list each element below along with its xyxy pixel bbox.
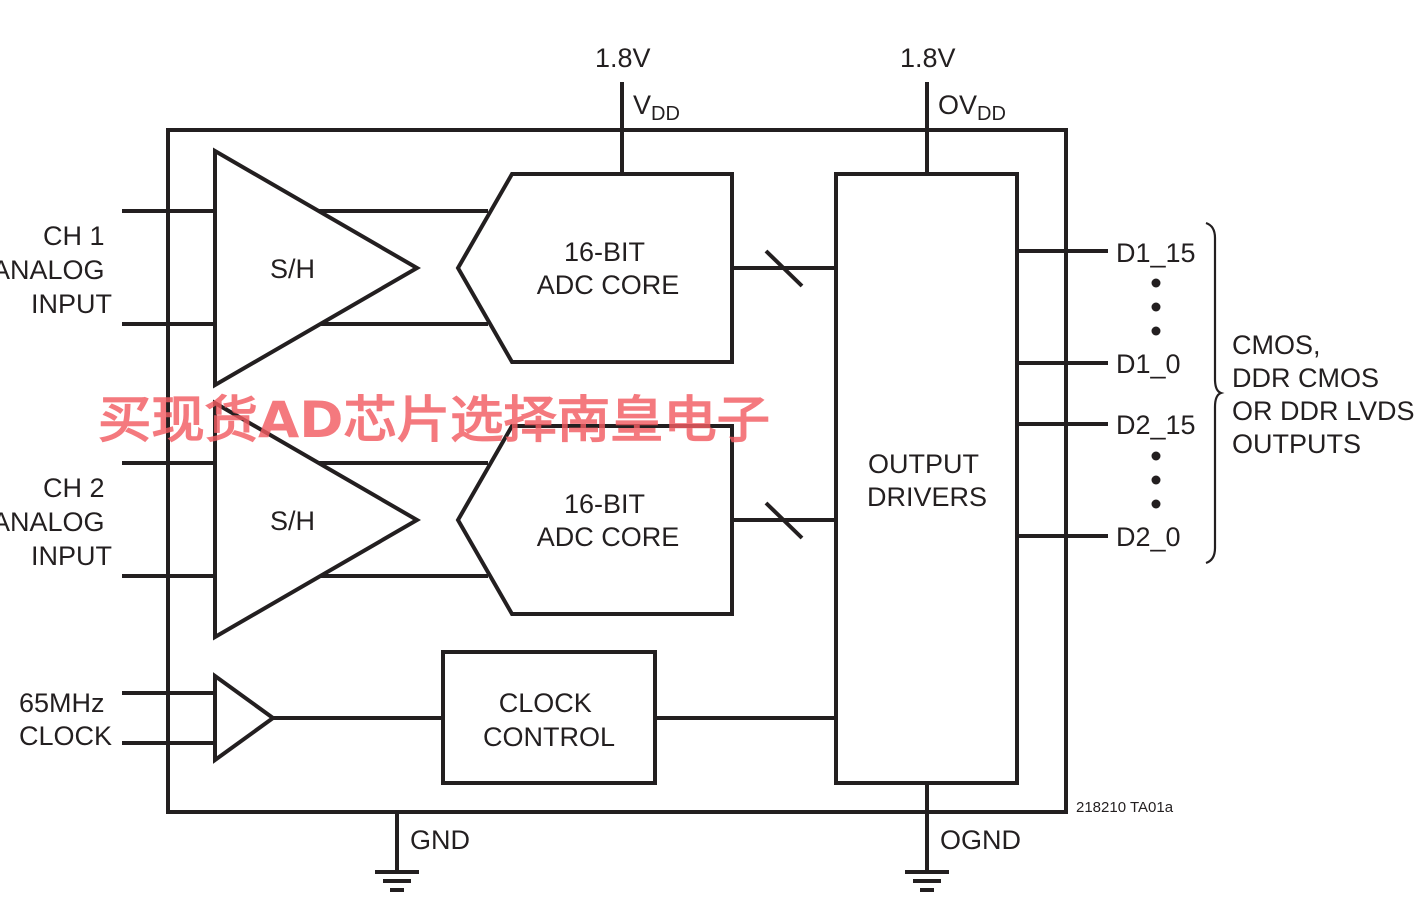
pin-label-d2-15: D2_15 <box>1116 410 1196 440</box>
sh1-label: S/H <box>270 254 315 284</box>
ellipsis-dot <box>1151 302 1161 312</box>
clock-control-label: CLOCK CONTROL <box>483 688 615 752</box>
adc1-core <box>455 172 734 364</box>
ellipsis-dot <box>1151 326 1161 336</box>
adc2-label: 16-BIT ADC CORE <box>537 489 680 552</box>
ellipsis-dot <box>1151 499 1161 509</box>
watermark: 买现货AD芯片选择南皇电子 <box>98 391 770 449</box>
gnd-label: GND <box>410 825 470 855</box>
output-description: CMOS, DDR CMOS OR DDR LVDS OUTPUTS <box>1232 330 1420 459</box>
vdd-voltage-label: 1.8V <box>595 43 651 73</box>
chip-outline <box>166 128 1068 814</box>
ellipsis-dot <box>1151 278 1161 288</box>
output-brace <box>1205 221 1225 565</box>
adc1-bus-slash <box>764 249 804 288</box>
figure-id: 218210 TA01a <box>1076 799 1174 816</box>
ch1-label: CH 1 ANALOG INPUT <box>0 221 112 319</box>
ellipsis-dot <box>1151 451 1161 461</box>
vdd-label: VDD <box>633 90 680 125</box>
pin-label-d2-0: D2_0 <box>1116 522 1181 552</box>
ellipsis-dot <box>1151 475 1161 485</box>
ovdd-label: OVDD <box>938 90 1006 125</box>
clock-label: 65MHz CLOCK <box>19 688 112 751</box>
adc2-core <box>455 424 734 616</box>
sh2-amplifier <box>213 399 421 641</box>
pin-label-d1-0: D1_0 <box>1116 349 1181 379</box>
sh1-amplifier <box>213 147 421 389</box>
adc2-bus-slash <box>764 501 804 540</box>
output-drivers-label: OUTPUT DRIVERS <box>867 449 987 512</box>
ovdd-voltage-label: 1.8V <box>900 43 956 73</box>
adc1-label: 16-BIT ADC CORE <box>537 237 680 300</box>
clock-control-block <box>441 650 657 785</box>
ognd-label: OGND <box>940 825 1021 855</box>
output-drivers-block <box>834 172 1019 785</box>
clock-buffer <box>213 672 277 764</box>
pin-label-d1-15: D1_15 <box>1116 238 1196 268</box>
sh2-label: S/H <box>270 506 315 536</box>
ch2-label: CH 2 ANALOG INPUT <box>0 473 112 571</box>
